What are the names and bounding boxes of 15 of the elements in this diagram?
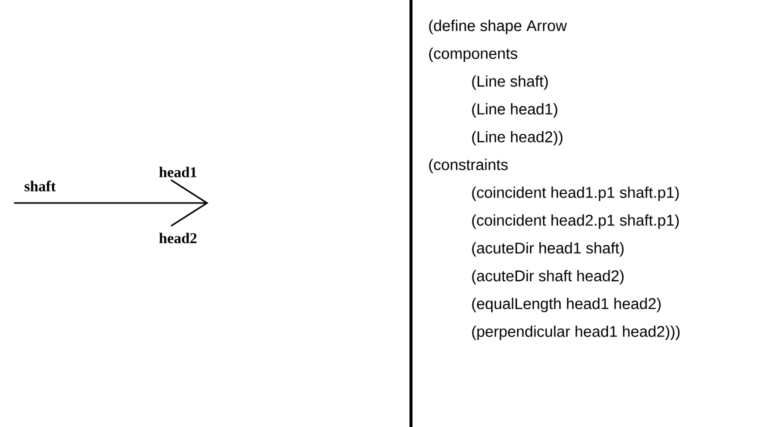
code-line: (Line head1) <box>472 103 558 118</box>
code-line: (components <box>429 48 518 62</box>
part-label: head2 <box>159 232 197 244</box>
code-line: (constraints <box>429 158 508 174</box>
code-line: (acuteDir head1 shaft) <box>472 242 624 257</box>
code-line: (Line shaft) <box>472 75 548 90</box>
code-line: (coincident head1.p1 shaft.p1) <box>472 186 679 202</box>
code-line: (Line head2)) <box>472 130 562 146</box>
code-line: (acuteDir shaft head2) <box>472 270 624 284</box>
part-label: head1 <box>159 166 196 178</box>
code-line: (coincident head2.p1 shaft.p1) <box>472 214 679 229</box>
code-line: (perpendicular head1 head2))) <box>472 326 680 340</box>
code-line: (define shape Arrow <box>429 20 567 34</box>
code-line: (equalLength head1 head2) <box>472 298 661 312</box>
part-label: shaft <box>24 180 56 192</box>
